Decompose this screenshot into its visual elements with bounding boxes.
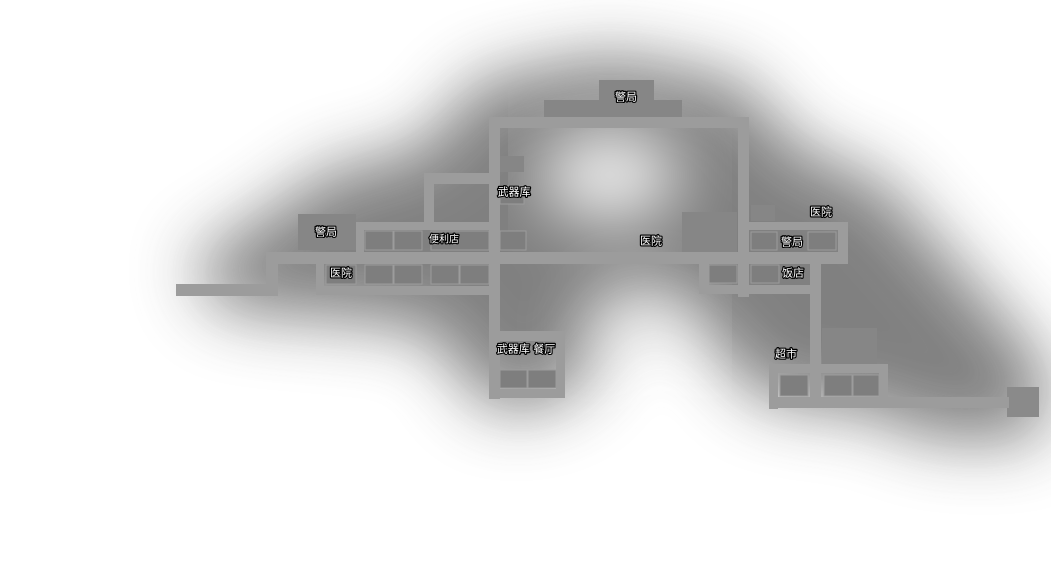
location-labels: 警局 警局 医院 便利店 武器库 医院 医院 警局 饭店 武器库 餐厅 超市 — [314, 88, 833, 361]
road-right-block-top — [738, 222, 848, 230]
room-right-bottom-2 — [750, 264, 780, 284]
road-right-lower-left — [699, 264, 709, 294]
room-right-bottom-1 — [708, 264, 738, 284]
rooms — [325, 185, 880, 397]
road-right-lower-bottom — [699, 285, 821, 294]
label-supermarket[interactable]: 超市 — [774, 345, 798, 361]
road-top-loop-horizontal — [489, 117, 749, 128]
room-armory-canteen-1 — [499, 369, 528, 389]
police-building-left — [298, 214, 356, 250]
police-annex-top-left — [544, 100, 599, 118]
road-armory-upper-loop-left — [424, 173, 434, 225]
road-right-block-right — [838, 222, 848, 264]
room-left-bottom-1 — [325, 264, 357, 285]
road-supermarket-box-top — [769, 364, 888, 373]
police-annex-top-right — [654, 100, 682, 118]
road-left-block-outline-left — [356, 222, 364, 252]
label-hospital-center[interactable]: 医院 — [639, 232, 663, 248]
road-left-lower-outline — [316, 264, 324, 294]
label-convenience-store[interactable]: 便利店 — [428, 231, 460, 246]
road-supermarket-box-left — [769, 364, 778, 409]
room-armory-upper-side — [499, 185, 525, 205]
room-armory-upper-bottom — [499, 230, 527, 251]
road-armory-upper-loop-top — [424, 173, 500, 184]
label-restaurant-right[interactable]: 饭店 — [781, 264, 805, 280]
police-building-top — [599, 80, 654, 118]
room-supermarket-2 — [823, 374, 853, 397]
label-hospital-right[interactable]: 医院 — [809, 203, 833, 219]
room-left-bottom-5 — [459, 264, 490, 285]
road-top-loop-right — [738, 117, 749, 297]
room-left-top-2 — [393, 230, 423, 251]
hospital-center-building — [682, 212, 737, 254]
room-left-bottom-4 — [430, 264, 460, 285]
label-police-left[interactable]: 警局 — [314, 223, 338, 239]
road-supermarket-box-right — [879, 364, 888, 404]
road-armory-canteen-box-right — [556, 331, 565, 397]
room-left-bottom-2 — [364, 264, 394, 285]
room-left-bottom-3 — [393, 264, 423, 285]
room-left-top-1 — [364, 230, 394, 251]
roads — [176, 117, 1009, 409]
label-police-right[interactable]: 警局 — [780, 233, 804, 249]
room-right-top-2 — [807, 231, 837, 251]
room-supermarket-1 — [779, 374, 809, 397]
road-west-spur — [176, 284, 278, 296]
road-armory-canteen-box-top — [489, 331, 559, 341]
road-armory-canteen-box-bottom — [489, 389, 565, 398]
armory-upper-room — [500, 156, 524, 172]
label-hospital-left[interactable]: 医院 — [329, 264, 353, 280]
road-top-loop-left — [489, 117, 500, 307]
room-supermarket-3 — [852, 374, 880, 397]
room-right-top-1 — [750, 231, 778, 251]
label-armory-upper[interactable]: 武器库 — [496, 184, 531, 199]
fog-clearing — [540, 130, 700, 375]
label-armory-canteen[interactable]: 武器库 餐厅 — [496, 340, 557, 356]
road-left-lower-bottom — [316, 286, 492, 295]
buildings — [298, 80, 1039, 417]
room-armory-canteen-2 — [527, 369, 557, 389]
road-main — [266, 252, 848, 264]
road-supermarket-stem — [810, 264, 821, 404]
hospital-right-room — [751, 205, 775, 221]
road-east-exit — [769, 397, 1009, 408]
room-convenience-store — [430, 230, 490, 251]
supermarket-building — [822, 328, 877, 366]
map-exit-block — [1007, 387, 1039, 417]
label-police-top[interactable]: 警局 — [614, 88, 638, 104]
road-left-block-outline-top — [356, 222, 492, 230]
